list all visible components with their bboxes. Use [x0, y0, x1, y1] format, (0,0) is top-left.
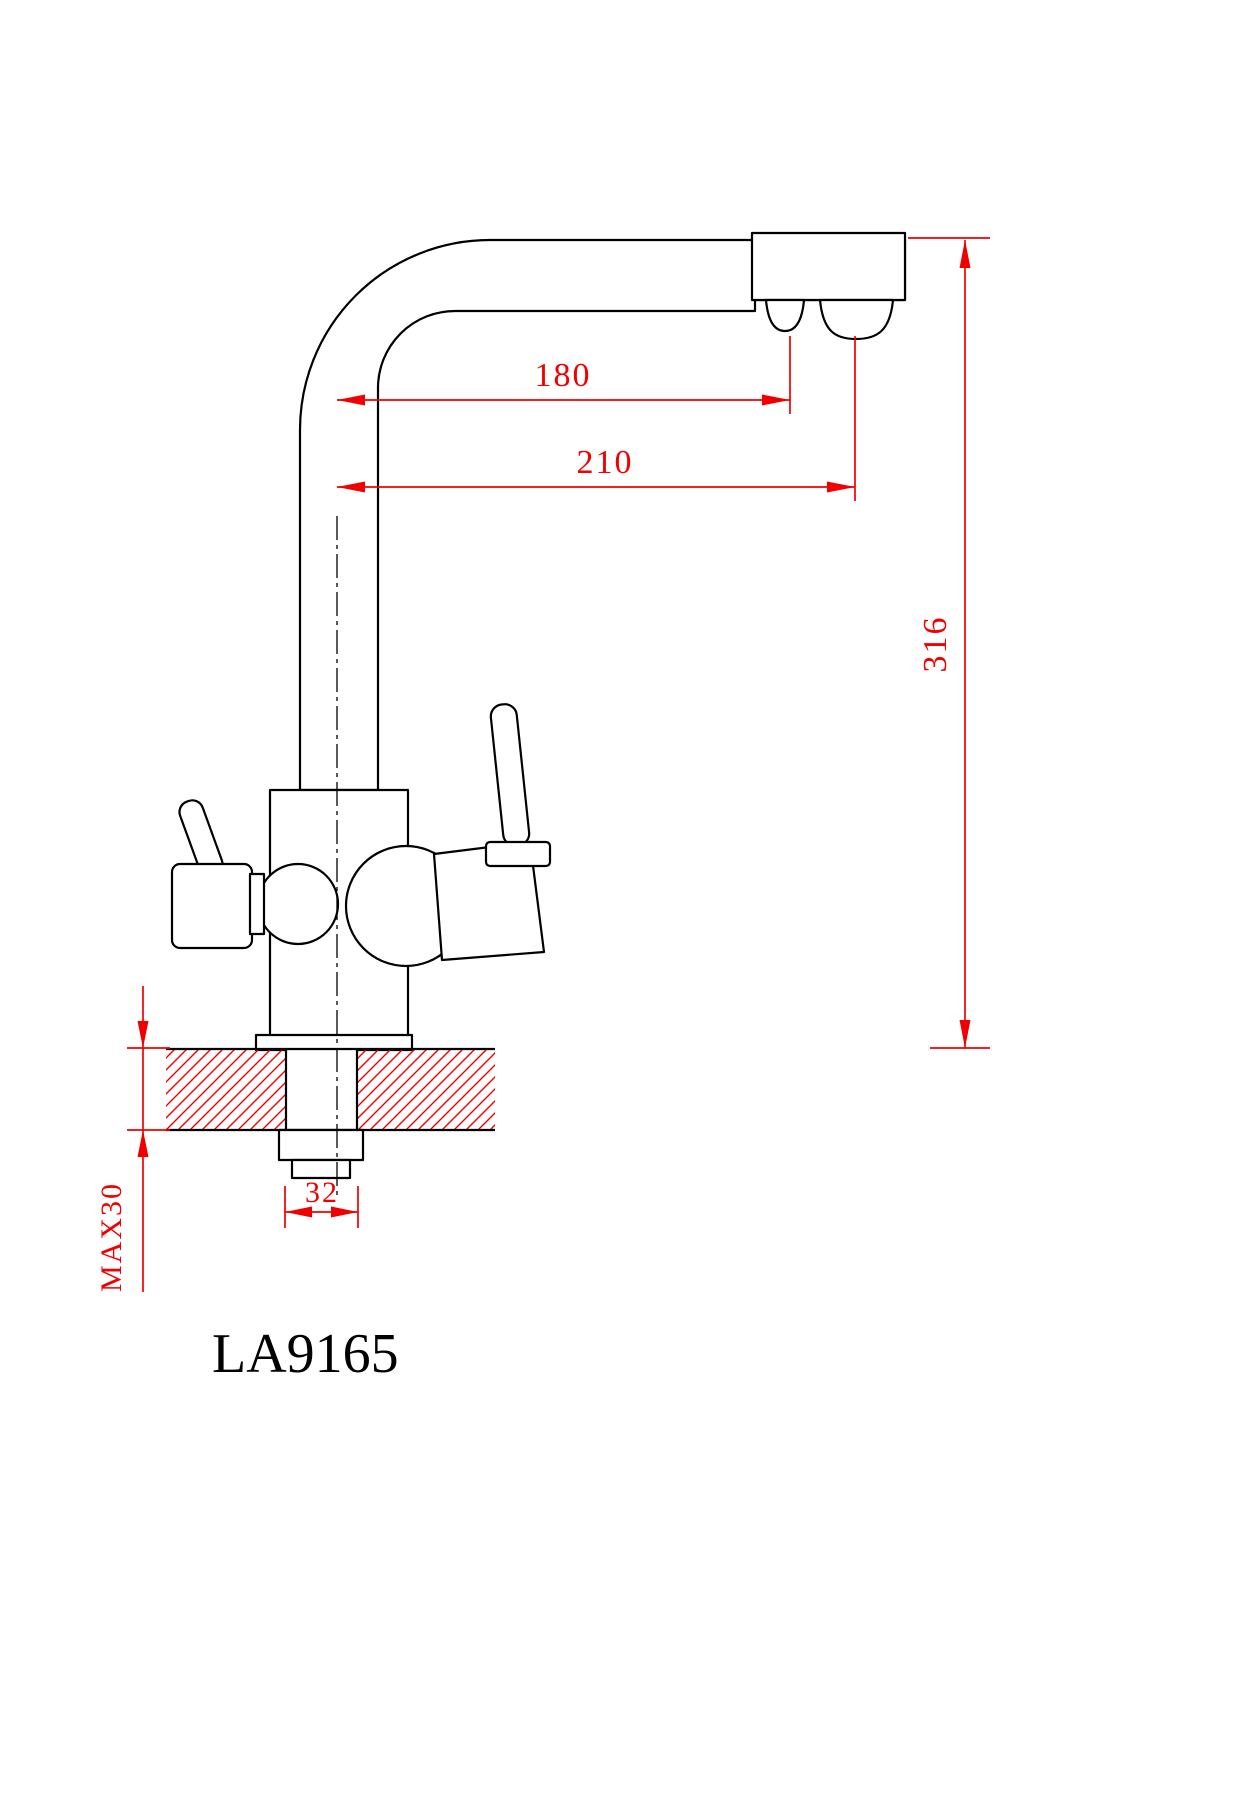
mounting-nut-step — [290, 1158, 352, 1180]
dimension-32: 32 — [284, 1176, 359, 1228]
dim-316-arrow-top — [959, 240, 971, 268]
dim-210-arrow-right — [827, 481, 855, 493]
dim-max30-arrow-bottom — [137, 1130, 149, 1157]
dim-max30-label: MAX30 — [95, 1182, 128, 1292]
base-flange — [254, 1033, 414, 1052]
mounting-nut — [277, 1128, 365, 1162]
dim-max30-arrow-top — [137, 1021, 149, 1048]
dim-210-arrow-left — [337, 481, 365, 493]
spout-outlet-small — [764, 298, 806, 333]
countertop-section — [166, 1047, 495, 1132]
shank-gap-mask — [286, 1048, 357, 1131]
faucet-spout-outline — [298, 238, 907, 792]
dim-32-arrow-left — [285, 1206, 312, 1218]
left-handle-ball-joint — [256, 862, 340, 946]
spout-outlet-large — [818, 298, 895, 341]
dim-180-label: 180 — [535, 357, 592, 394]
dim-316-label: 316 — [917, 616, 954, 673]
spout-head-block — [750, 231, 907, 302]
dim-32-arrow-right — [331, 1206, 358, 1218]
dimension-180: 180 — [337, 336, 791, 414]
faucet-outline-group — [166, 231, 907, 1196]
model-number-label: LA9165 — [212, 1323, 399, 1385]
dimensions-group: 180 210 316 — [95, 237, 990, 1292]
right-handle-assembly — [344, 703, 552, 968]
dim-316-arrow-bottom — [959, 1020, 971, 1048]
dimension-max30: MAX30 — [95, 986, 170, 1292]
left-handle-block — [170, 862, 254, 950]
dim-180-arrow-left — [337, 394, 365, 406]
dimension-316: 316 — [908, 237, 990, 1049]
dim-210-label: 210 — [577, 444, 634, 481]
dim-32-label: 32 — [305, 1176, 339, 1209]
right-handle-collar — [484, 840, 552, 868]
dim-180-arrow-right — [762, 394, 790, 406]
right-handle-lever — [489, 703, 531, 847]
dimension-210: 210 — [337, 336, 856, 501]
left-handle-collar — [248, 872, 266, 936]
left-handle-assembly — [170, 799, 340, 950]
